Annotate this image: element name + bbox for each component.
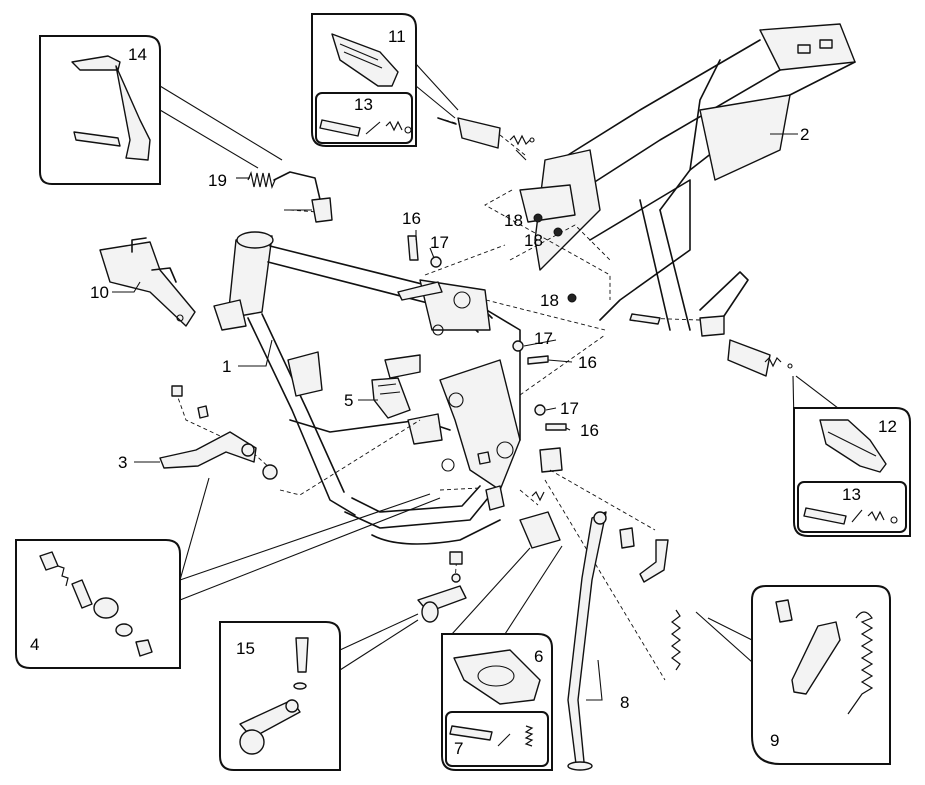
stand-spring-9 [639,539,681,671]
callout-1: 1 [222,357,231,376]
fasteners [171,213,661,583]
assembly-lines [175,119,701,681]
callout-14: 14 [128,45,147,64]
callout-6: 6 [534,647,543,666]
side-stand-8 [567,511,607,771]
leader-lines [112,133,798,701]
footpeg-part-5 [371,377,411,419]
callout-13-right: 13 [842,485,861,504]
callout-17-low: 17 [560,399,579,418]
gear-shift-part-15 [417,585,467,623]
kickstart-spring-19 [247,171,333,223]
inset-box-15 [219,613,419,771]
callout-16-low: 16 [580,421,599,440]
callout-19: 19 [208,171,227,190]
callout-18-mid: 18 [524,231,543,250]
footpeg-part-12 [727,339,793,377]
inset-box-6 [441,545,563,771]
callout-3: 3 [118,453,127,472]
main-frame [213,231,563,545]
callout-7: 7 [454,739,463,758]
callout-11: 11 [388,27,406,46]
callout-9: 9 [770,731,779,750]
callout-8: 8 [620,693,629,712]
callout-16-top: 16 [402,209,421,228]
inset-box-4 [15,477,441,669]
inset-box-9 [695,585,891,765]
callout-15: 15 [236,639,255,658]
bracket-part-10 [99,237,196,327]
brake-pedal-3 [159,431,278,480]
rear-subframe [519,23,856,337]
inset-box-11 [311,13,459,147]
callout-4: 4 [30,635,39,654]
callout-13-top: 13 [354,95,373,114]
callout-16-mid: 16 [578,353,597,372]
callout-labels: 1 2 3 4 5 6 7 8 9 10 11 12 13 13 14 15 1… [30,27,897,758]
callout-5: 5 [344,391,353,410]
inset-box-14 [39,35,283,185]
callout-2: 2 [800,125,809,144]
callout-17-top: 17 [430,233,449,252]
callout-18-top: 18 [504,211,523,230]
callout-17-mid: 17 [534,329,553,348]
callout-10: 10 [90,283,109,302]
footpeg-part-11 [437,117,535,161]
inset-box-12 [792,375,911,537]
callout-18-low: 18 [540,291,559,310]
callout-12: 12 [878,417,897,436]
footpeg-part-6-mounted [485,485,561,549]
